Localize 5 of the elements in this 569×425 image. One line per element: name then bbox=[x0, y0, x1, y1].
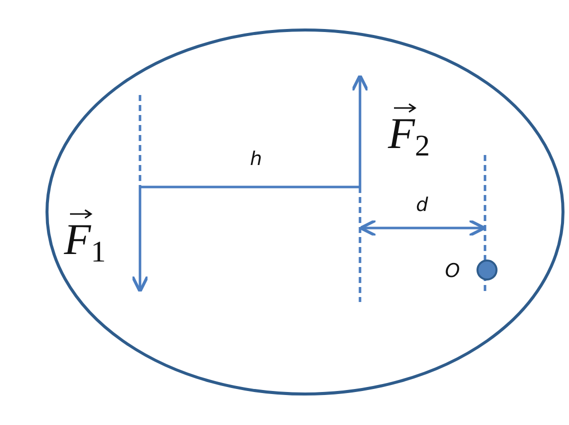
symbol-label: d bbox=[416, 196, 428, 215]
symbol-label: h bbox=[250, 150, 262, 169]
force-label: F$_{1}$ bbox=[64, 218, 106, 268]
symbol-label: O bbox=[445, 262, 460, 281]
force-label: F$_{2}$ bbox=[388, 112, 430, 162]
